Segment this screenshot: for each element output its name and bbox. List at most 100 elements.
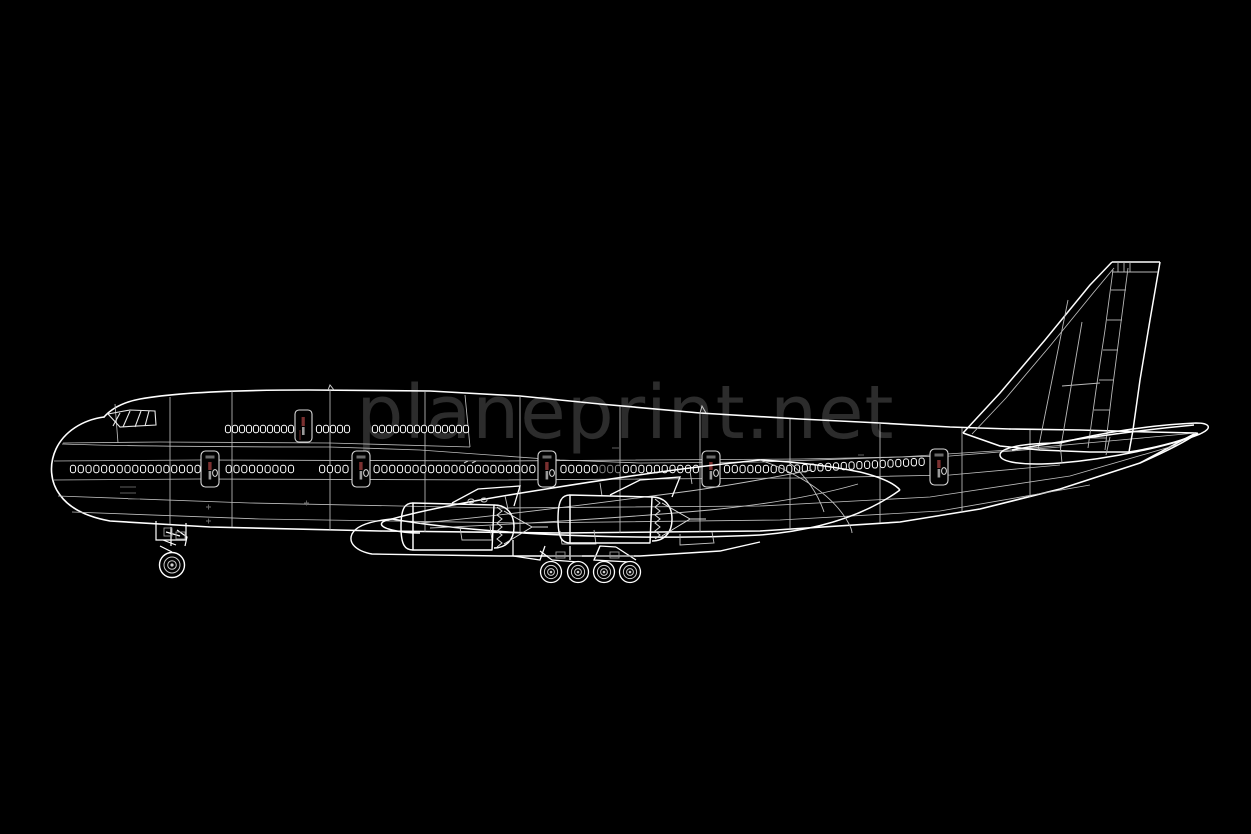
cabin-window — [770, 464, 777, 474]
main-wing — [380, 459, 901, 538]
cabin-window — [233, 464, 240, 474]
cabin-window — [723, 464, 731, 474]
cabin-window — [155, 464, 162, 474]
tail-cone — [1128, 432, 1199, 464]
cabin-window — [498, 464, 505, 474]
cabin-window — [614, 464, 622, 474]
horizontal-stabilizer-detail — [1059, 436, 1111, 464]
main-door-1 — [200, 450, 220, 488]
cabin-window — [248, 464, 256, 474]
cabin-window-group-main — [69, 457, 925, 474]
cabin-window — [490, 464, 497, 474]
cabin-window — [280, 424, 288, 434]
cabin-window — [755, 464, 762, 474]
cabin-window — [428, 464, 435, 474]
main-gear-wheels — [539, 560, 642, 584]
cabin-window — [273, 424, 281, 434]
cabin-window — [427, 424, 435, 434]
cabin-window — [406, 424, 414, 434]
cabin-window — [902, 458, 910, 467]
cabin-window — [319, 464, 326, 474]
cabin-window — [245, 424, 253, 434]
cabin-window — [529, 464, 536, 474]
cabin-window — [879, 459, 886, 469]
cabin-window — [832, 462, 840, 471]
engine-pylon-outboard — [451, 485, 521, 507]
engine-nacelle-group — [400, 476, 706, 551]
cabin-window — [124, 464, 131, 474]
main-landing-gear — [512, 540, 642, 584]
cabin-window — [132, 464, 139, 474]
cabin-window — [139, 464, 147, 474]
cabin-window — [224, 424, 232, 434]
fuselage-panel-lines — [53, 390, 1197, 533]
cabin-window — [178, 464, 186, 474]
nose-gear-detail — [163, 527, 186, 540]
cabin-window — [459, 464, 466, 474]
cabin-window — [329, 424, 337, 434]
cabin-window — [448, 424, 456, 434]
cabin-window — [747, 464, 754, 474]
cabin-window — [801, 463, 808, 473]
cabin-window — [731, 464, 738, 474]
cabin-window — [482, 464, 489, 474]
main-door-4 — [701, 450, 721, 488]
cabin-window — [259, 424, 267, 434]
cabin-window — [266, 424, 274, 434]
engine-exhaust-chevron-outboard — [496, 506, 548, 548]
cabin-window — [513, 464, 520, 474]
cabin-window — [264, 464, 271, 474]
cabin-window — [256, 464, 263, 474]
engine-pylon-inboard — [609, 476, 681, 498]
cabin-window — [280, 464, 287, 474]
vertical-stabilizer-detail — [971, 262, 1158, 453]
cabin-window — [599, 464, 606, 474]
cabin-window — [322, 424, 330, 434]
cabin-window — [622, 464, 629, 474]
cabin-window — [171, 464, 178, 474]
cabin-window — [918, 457, 925, 466]
cabin-window — [871, 460, 879, 469]
cabin-window — [378, 424, 386, 434]
wing-body-fairing — [350, 518, 761, 557]
engine-nacelle-inboard — [557, 494, 673, 544]
cabin-window — [371, 424, 379, 434]
cabin-window — [396, 464, 404, 474]
nose-gear-wheel — [158, 551, 186, 579]
cabin-window — [560, 464, 567, 474]
cabin-window-group-upper — [224, 424, 470, 434]
vertical-stabilizer — [962, 261, 1161, 453]
engine-exhaust-chevron-inboard — [654, 498, 706, 540]
cabin-window — [607, 464, 614, 474]
upper-deck-door — [294, 409, 313, 443]
cabin-window — [778, 464, 785, 474]
cabin-window — [451, 464, 458, 474]
cabin-window — [669, 464, 676, 474]
cabin-window — [521, 464, 528, 474]
cabin-window — [462, 424, 470, 434]
cabin-window — [241, 464, 248, 474]
cabin-window — [895, 458, 902, 468]
cabin-window — [147, 464, 154, 474]
cabin-window — [466, 464, 474, 474]
cabin-window — [77, 464, 84, 474]
cabin-window — [238, 424, 246, 434]
cabin-window — [420, 424, 428, 434]
cabin-window — [474, 464, 481, 474]
main-door-5 — [929, 448, 949, 486]
cabin-window — [591, 464, 598, 474]
cabin-window — [186, 464, 193, 474]
cabin-window — [887, 459, 894, 468]
cabin-window — [583, 464, 590, 474]
antenna-group — [327, 384, 707, 504]
cabin-window — [505, 464, 513, 474]
fuselage-markings — [120, 430, 864, 524]
cabin-window — [272, 464, 279, 474]
cabin-window — [373, 464, 380, 474]
cabin-window — [434, 424, 442, 434]
cockpit-window-group — [106, 409, 157, 428]
main-door-2 — [351, 450, 371, 488]
cabin-window — [69, 464, 77, 474]
